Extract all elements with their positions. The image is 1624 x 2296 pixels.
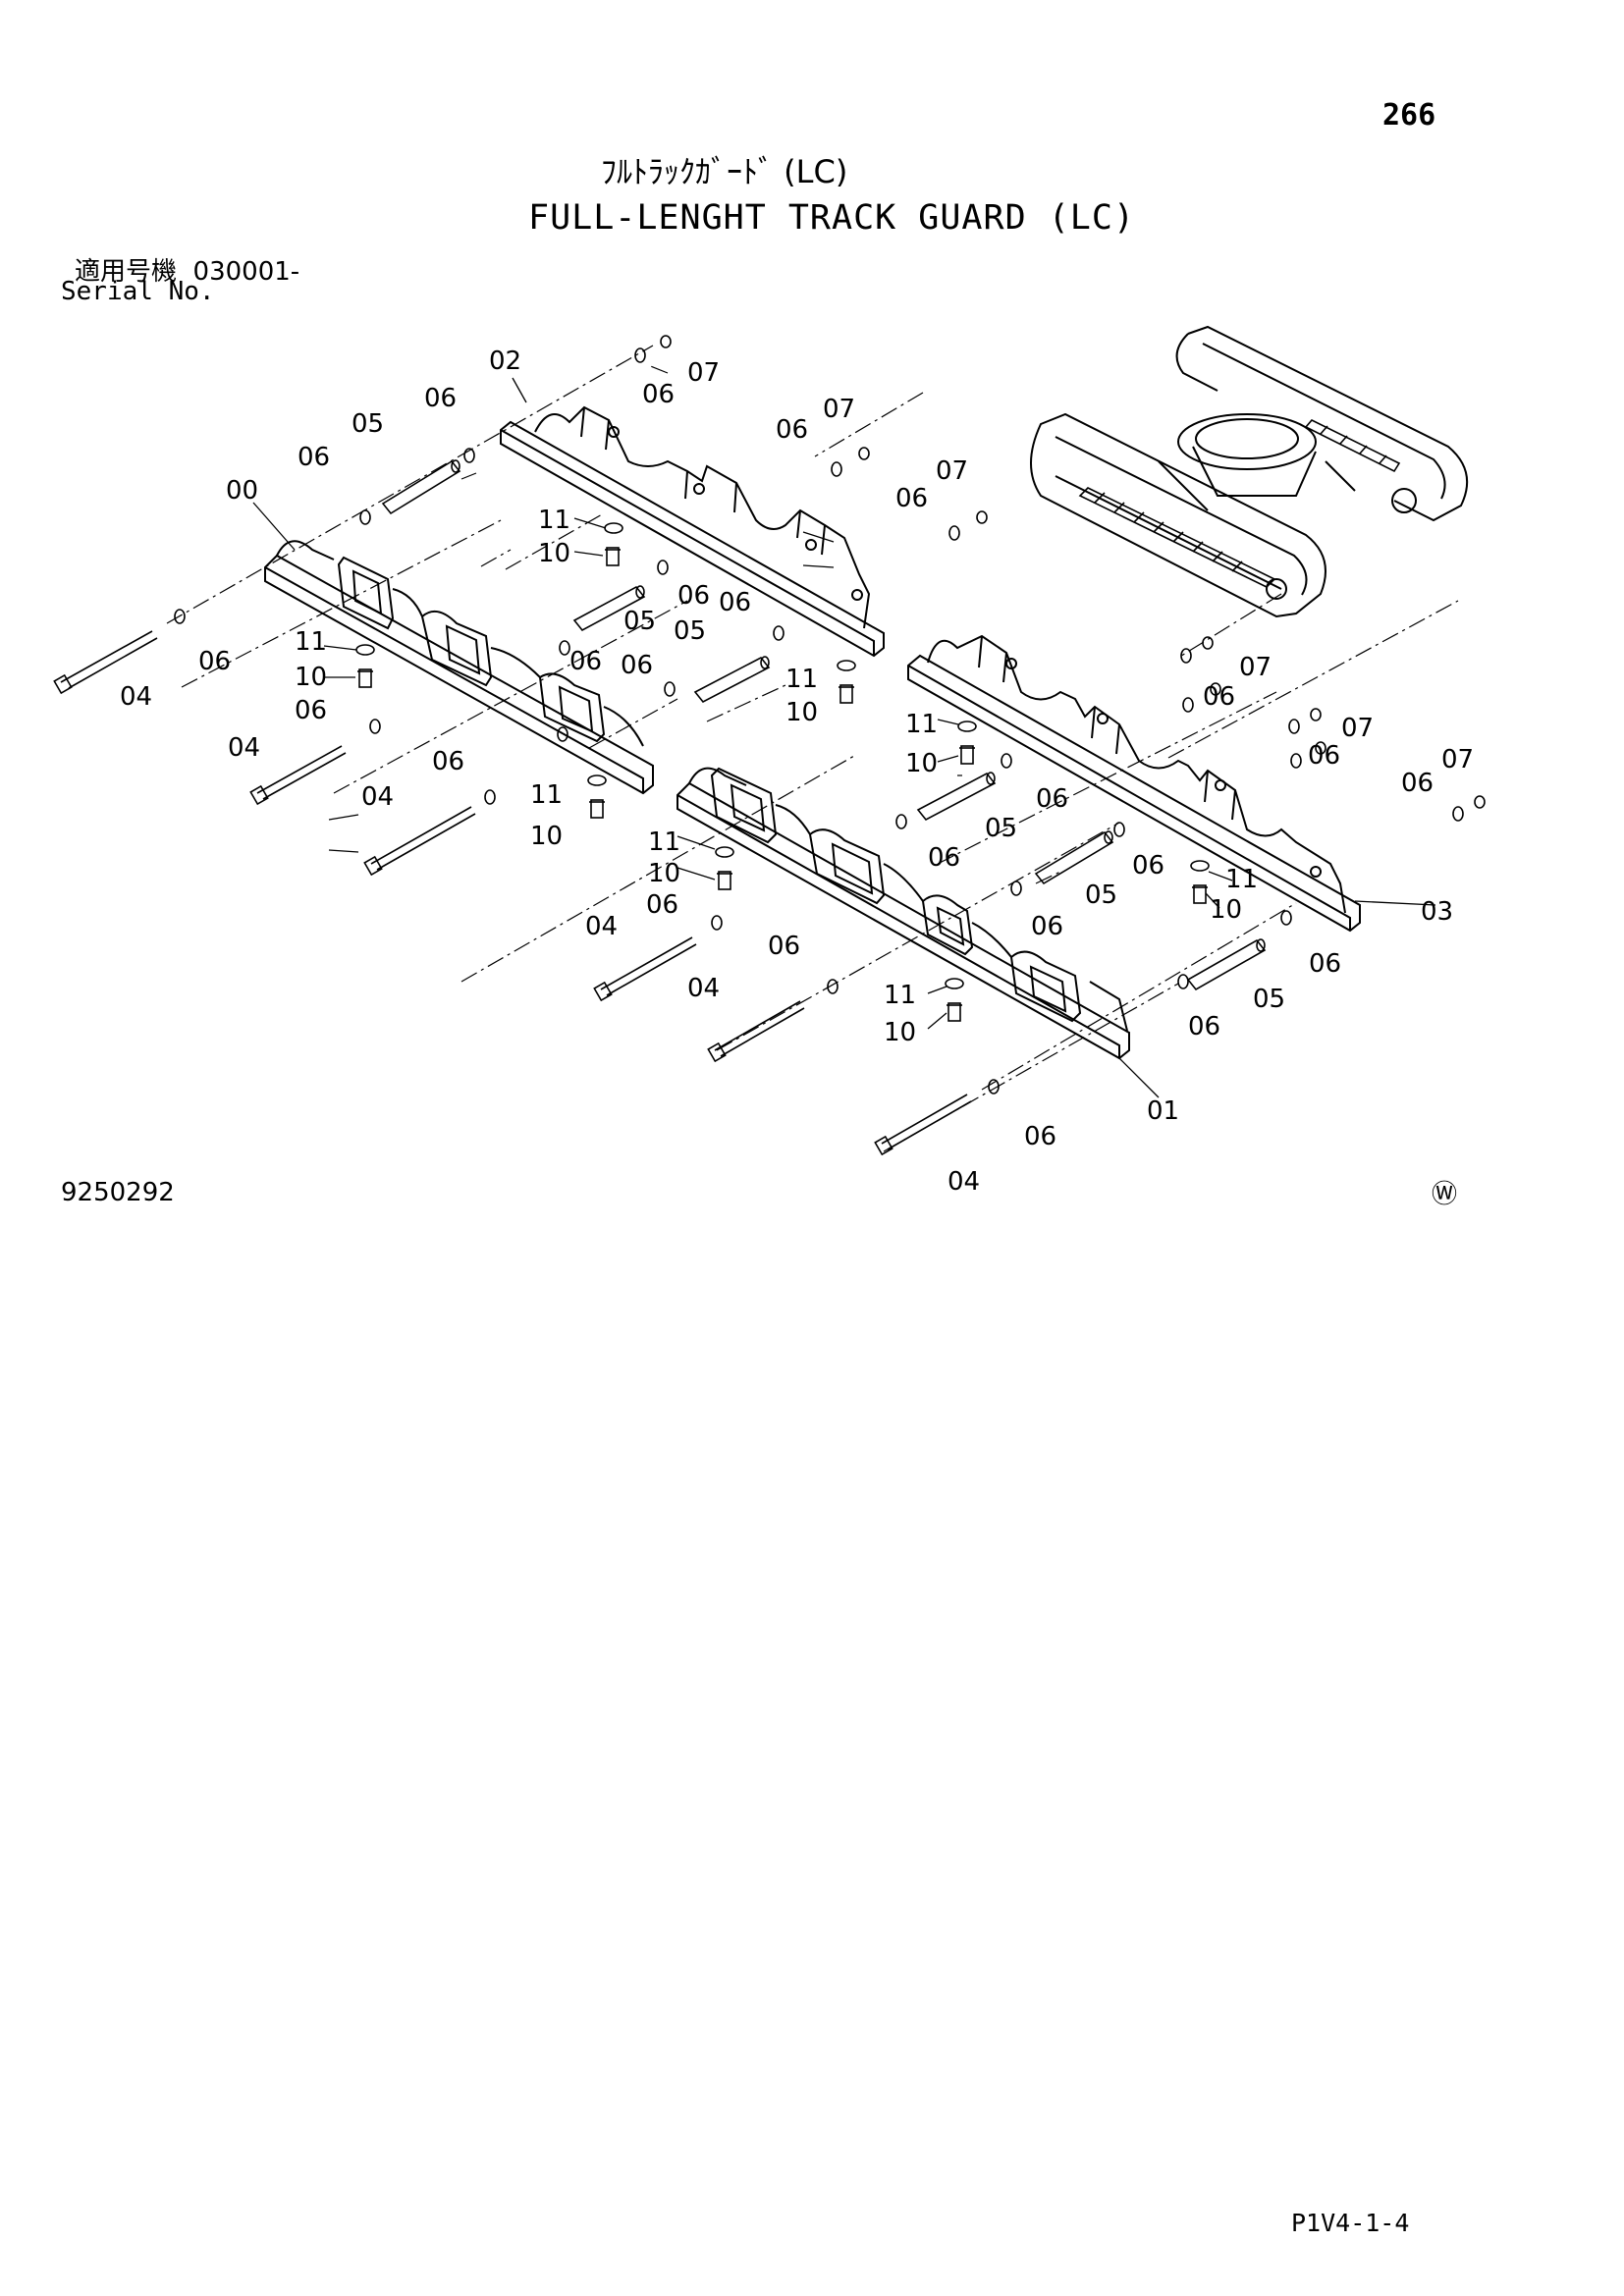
page-number: 266 bbox=[1382, 98, 1436, 133]
label-10: 10 bbox=[295, 663, 327, 692]
label-11: 11 bbox=[785, 665, 818, 694]
label-04: 04 bbox=[228, 733, 260, 763]
label-03: 03 bbox=[1421, 897, 1453, 927]
serial-label-jp-text: 適用号機 bbox=[75, 257, 178, 287]
label-04: 04 bbox=[120, 682, 152, 712]
label-07: 07 bbox=[1341, 714, 1374, 743]
drawing-number: 9250292 bbox=[61, 1178, 175, 1207]
label-06: 06 bbox=[1203, 682, 1235, 712]
label-01: 01 bbox=[1147, 1096, 1179, 1126]
page-code: P1V4-1-4 bbox=[1291, 2209, 1410, 2237]
label-06: 06 bbox=[424, 384, 457, 413]
label-11: 11 bbox=[648, 828, 680, 857]
label-06: 06 bbox=[1031, 912, 1063, 941]
label-06: 06 bbox=[1132, 851, 1164, 881]
label-07: 07 bbox=[1441, 745, 1474, 774]
bolts-10-washers-11 bbox=[355, 522, 1210, 1022]
track-guard-01 bbox=[677, 767, 1130, 1060]
label-05: 05 bbox=[985, 814, 1017, 843]
title-japanese: ﾌﾙﾄﾗｯｸｶﾞｰﾄﾞ (LC) bbox=[601, 153, 848, 190]
serial-number-value: 030001- bbox=[192, 257, 300, 287]
label-06: 06 bbox=[298, 443, 330, 472]
label-11: 11 bbox=[295, 627, 327, 657]
label-06: 06 bbox=[1024, 1122, 1056, 1151]
label-06: 06 bbox=[776, 415, 808, 445]
title-english: FULL-LENGHT TRACK GUARD (LC) bbox=[528, 198, 1136, 238]
label-06: 06 bbox=[768, 932, 800, 961]
label-04: 04 bbox=[687, 974, 720, 1003]
label-04: 04 bbox=[947, 1167, 980, 1197]
label-06: 06 bbox=[1309, 949, 1341, 979]
label-11: 11 bbox=[1225, 865, 1258, 894]
label-11: 11 bbox=[530, 780, 563, 810]
track-guard-02 bbox=[500, 405, 885, 658]
bolts-04 bbox=[53, 630, 972, 1156]
label-05: 05 bbox=[1085, 881, 1117, 910]
washers-nuts-06-07 bbox=[174, 335, 1486, 1095]
label-06: 06 bbox=[1401, 769, 1434, 798]
label-06: 06 bbox=[719, 588, 751, 617]
label-06: 06 bbox=[895, 484, 928, 513]
label-10: 10 bbox=[905, 749, 938, 778]
w-mark-symbol: Ⓦ bbox=[1432, 1180, 1458, 1209]
label-06: 06 bbox=[1036, 784, 1068, 814]
label-10: 10 bbox=[1210, 895, 1242, 925]
label-10: 10 bbox=[884, 1018, 916, 1047]
label-11: 11 bbox=[905, 710, 938, 739]
label-05: 05 bbox=[1253, 985, 1285, 1014]
label-11: 11 bbox=[884, 981, 916, 1010]
label-07: 07 bbox=[823, 395, 855, 424]
label-10: 10 bbox=[648, 859, 680, 888]
label-07: 07 bbox=[936, 456, 968, 486]
label-06: 06 bbox=[677, 581, 710, 611]
label-04: 04 bbox=[585, 912, 618, 941]
label-10: 10 bbox=[538, 539, 570, 568]
label-07: 07 bbox=[1239, 653, 1272, 682]
label-10: 10 bbox=[530, 822, 563, 851]
label-10: 10 bbox=[785, 698, 818, 727]
machine-overview-illustration bbox=[1030, 325, 1469, 618]
label-06: 06 bbox=[198, 647, 231, 676]
label-06: 06 bbox=[1308, 741, 1340, 771]
track-guard-00 bbox=[264, 540, 654, 795]
label-05: 05 bbox=[674, 616, 706, 646]
leader-lines bbox=[166, 345, 1459, 1152]
label-06: 06 bbox=[1188, 1012, 1220, 1041]
pins-05 bbox=[381, 459, 1267, 991]
track-guard-03 bbox=[907, 634, 1361, 933]
exploded-parts-diagram: 00 01 02 03 04 04 04 04 04 04 05 05 05 0… bbox=[53, 325, 1486, 1197]
label-06: 06 bbox=[295, 696, 327, 725]
label-11: 11 bbox=[538, 506, 570, 535]
label-07: 07 bbox=[687, 358, 720, 388]
label-06: 06 bbox=[642, 380, 675, 409]
label-06: 06 bbox=[646, 890, 678, 920]
label-05: 05 bbox=[352, 409, 384, 439]
label-00: 00 bbox=[226, 476, 258, 506]
serial-label-japanese: 適用号機 030001- bbox=[75, 251, 299, 288]
label-06: 06 bbox=[569, 647, 602, 676]
label-06: 06 bbox=[621, 651, 653, 680]
serial-label-english: Serial No. bbox=[61, 277, 215, 306]
label-05: 05 bbox=[623, 607, 656, 636]
part-labels: 00 01 02 03 04 04 04 04 04 04 05 05 05 0… bbox=[120, 347, 1474, 1197]
callout-leaders bbox=[252, 377, 1436, 1098]
label-02: 02 bbox=[489, 347, 521, 376]
label-06: 06 bbox=[928, 843, 960, 873]
label-06: 06 bbox=[432, 747, 464, 776]
label-04: 04 bbox=[361, 782, 394, 812]
